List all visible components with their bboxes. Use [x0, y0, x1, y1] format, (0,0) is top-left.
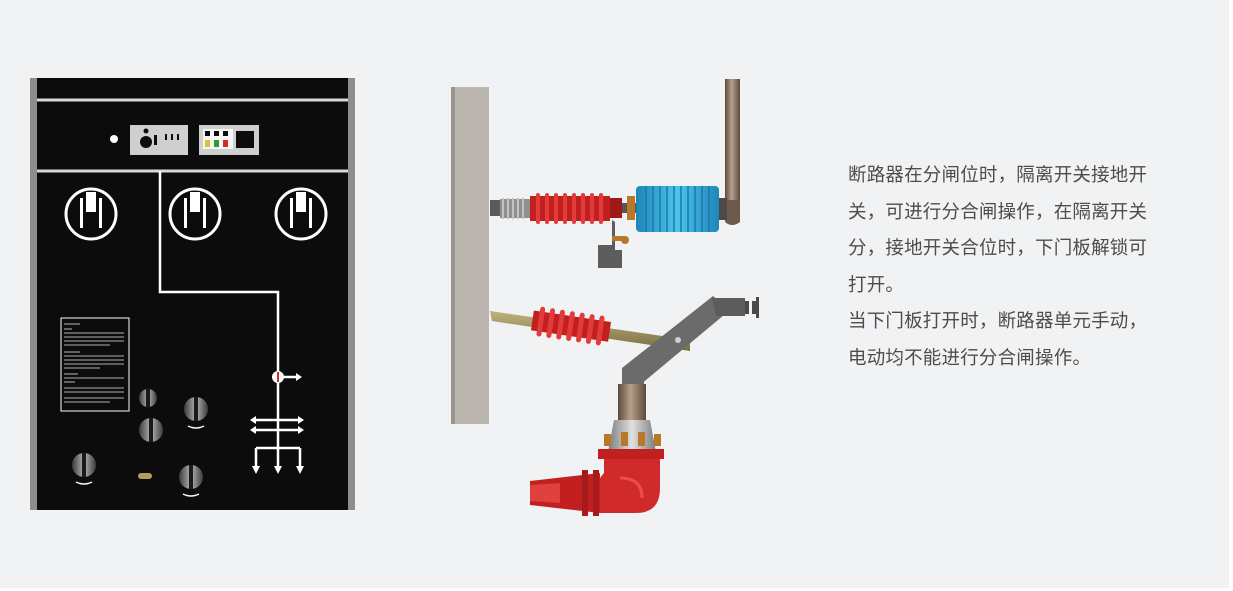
lower-operating-rod	[490, 306, 690, 351]
knob-5	[179, 465, 203, 497]
earthing-arm	[598, 220, 629, 268]
vertical-busbar	[725, 79, 740, 225]
key-slot	[138, 473, 152, 479]
mechanism-illustration	[451, 79, 759, 516]
description-paragraph-2: 当下门板打开时，断路器单元手动， 电动均不能进行分合闸操作。	[848, 311, 1148, 369]
cabinet-wall	[451, 87, 489, 424]
diagram-arrows	[250, 373, 304, 474]
description-paragraph-1: 断路器在分闸位时，隔离开关接地开 关，可进行分合闸操作，在隔离开关 分，接地开关…	[848, 165, 1148, 296]
instruction-label	[60, 317, 130, 412]
knob-1	[139, 389, 157, 407]
status-indicator-box	[130, 125, 188, 155]
bushing-assembly	[530, 384, 664, 516]
operation-window-right	[274, 187, 328, 241]
switchgear-panel	[30, 78, 355, 510]
crank-arm	[622, 296, 759, 386]
indicator-lamp	[110, 135, 118, 143]
upper-insulator	[490, 193, 638, 224]
isolator-contact	[636, 186, 727, 232]
description-text: 断路器在分闸位时，隔离开关接地开 关，可进行分合闸操作，在隔离开关 分，接地开关…	[848, 158, 1193, 377]
knob-4	[72, 453, 96, 485]
knob-2	[184, 397, 208, 429]
operation-window-center	[168, 187, 222, 241]
single-line-diagram	[158, 171, 302, 468]
knob-3	[139, 418, 163, 442]
operation-window-left	[64, 187, 118, 241]
digital-display-box	[199, 125, 259, 155]
panel-face	[37, 78, 348, 510]
breaker-symbol-mark	[277, 372, 279, 382]
